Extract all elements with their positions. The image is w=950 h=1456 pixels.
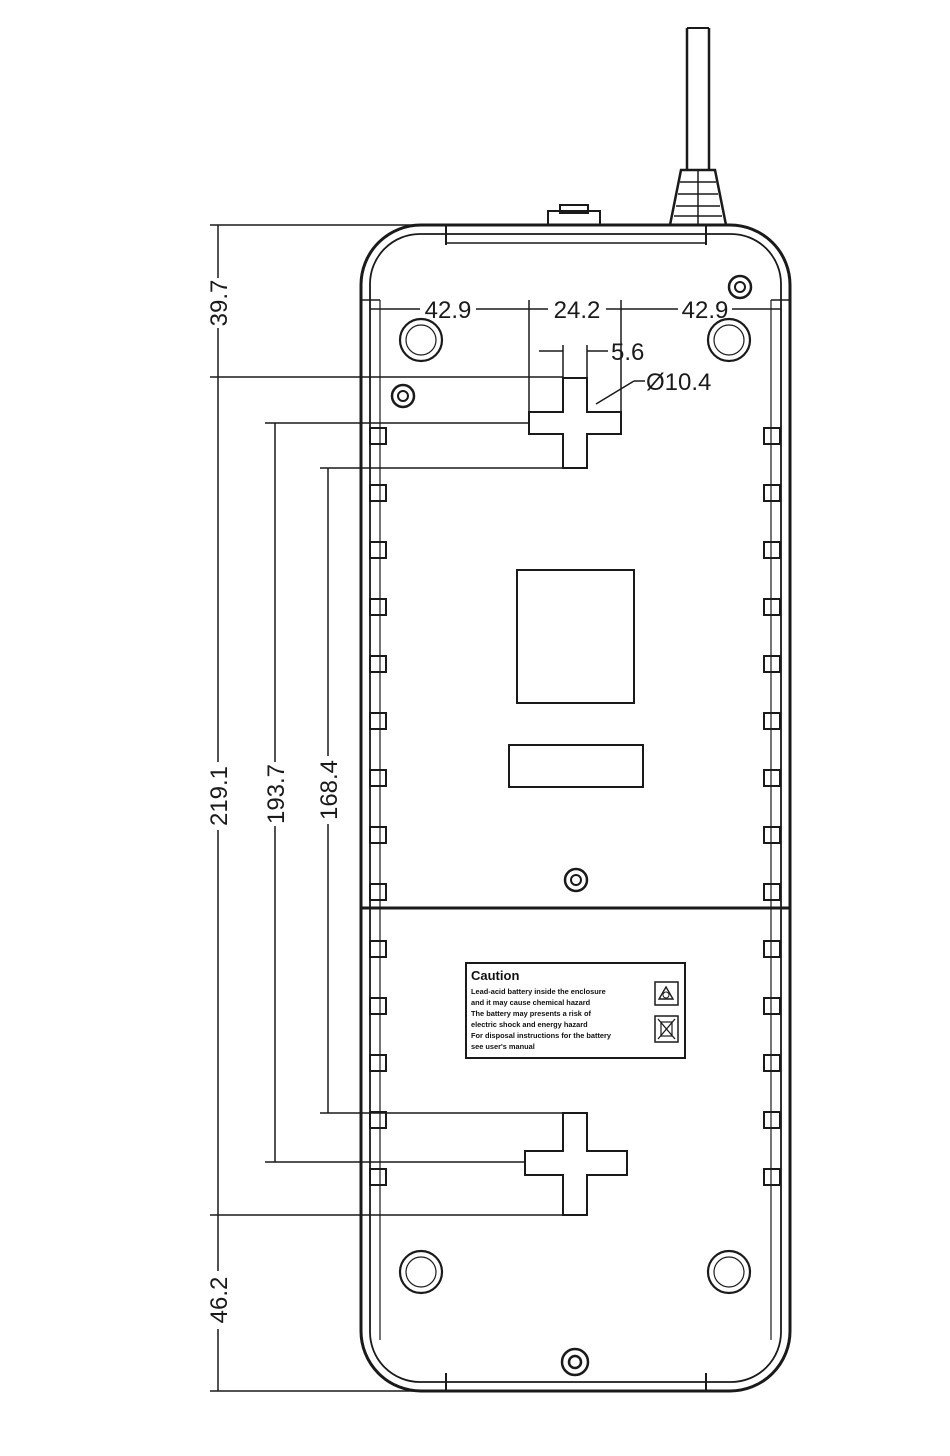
dim-hole-diameter: Ø10.4 bbox=[646, 369, 711, 396]
caution-line-5: For disposal instructions for the batter… bbox=[471, 1031, 612, 1040]
crossed-bin-icon bbox=[655, 1016, 678, 1042]
rubber-feet bbox=[400, 319, 750, 1293]
dim-top-section: 39.7 bbox=[206, 280, 233, 327]
mount-slot-bottom bbox=[525, 1113, 627, 1215]
vent-slots-right bbox=[764, 428, 780, 1185]
dim-outer-cross-spacing: 193.7 bbox=[263, 764, 290, 824]
caution-title: Caution bbox=[471, 968, 519, 983]
caution-line-2: and it may cause chemical hazard bbox=[471, 998, 591, 1007]
screws bbox=[392, 276, 751, 1375]
dim-bottom-section: 46.2 bbox=[206, 1277, 233, 1324]
rating-label-area bbox=[517, 570, 634, 703]
reset-button bbox=[548, 205, 600, 225]
barcode-label-area bbox=[509, 745, 643, 787]
dim-center-width: 24.2 bbox=[554, 297, 601, 324]
housing-outline bbox=[361, 225, 790, 1391]
power-cord bbox=[670, 28, 726, 225]
caution-line-1: Lead-acid battery inside the enclosure bbox=[471, 987, 606, 996]
dim-left-offset: 42.9 bbox=[425, 297, 472, 324]
caution-line-6: see user's manual bbox=[471, 1042, 535, 1051]
vent-slots-left bbox=[370, 428, 386, 1185]
dim-overall-length: 219.1 bbox=[206, 766, 233, 826]
dim-right-offset: 42.9 bbox=[682, 297, 729, 324]
dim-inner-cross-spacing: 168.4 bbox=[316, 760, 343, 820]
dim-slot-width: 5.6 bbox=[611, 339, 644, 366]
caution-line-3: The battery may presents a risk of bbox=[471, 1009, 591, 1018]
recycle-icon bbox=[655, 982, 678, 1005]
mount-slot-top bbox=[529, 378, 621, 468]
caution-line-4: electric shock and energy hazard bbox=[471, 1020, 588, 1029]
caution-label: Caution Lead-acid battery inside the enc… bbox=[466, 963, 685, 1058]
